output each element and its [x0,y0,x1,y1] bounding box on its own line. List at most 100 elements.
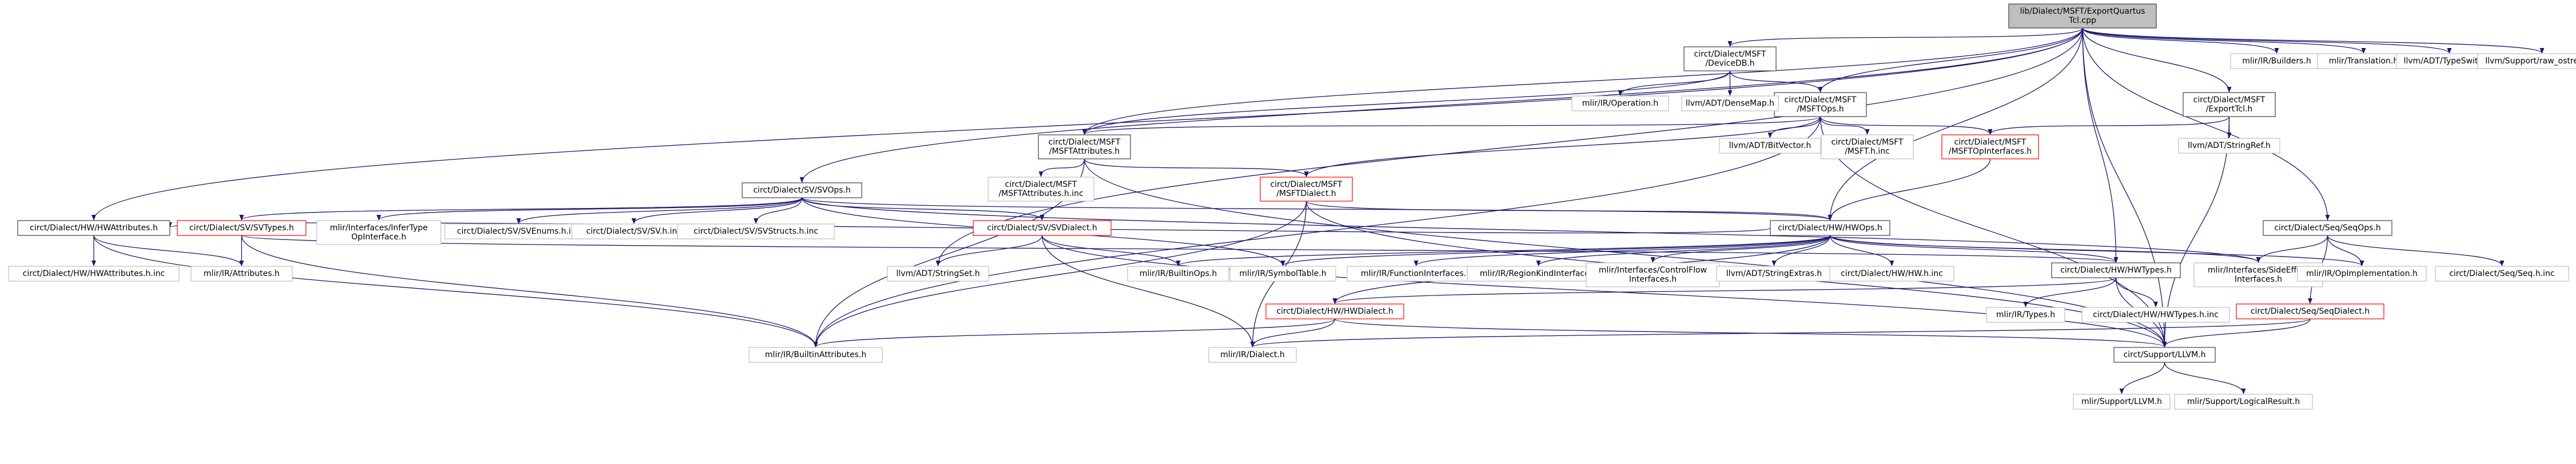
node-box [1829,266,1954,282]
node-label: llvm/ADT/DenseMap.h [1686,99,1774,108]
node-svOps[interactable]: circt/Dialect/SV/SVOps.h [742,182,862,198]
edge-hwOps-to-sideEffectInterfaces [1829,235,2261,263]
node-mlirLogicalResult[interactable]: mlir/Support/LogicalResult.h [2174,394,2313,410]
node-box [2051,262,2181,278]
edge-svDialect-to-supportLLVM [1041,235,2167,347]
node-box [1941,134,2039,159]
node-seqOps[interactable]: circt/Dialect/Seq/SeqOps.h [2263,220,2392,236]
node-msftDialect[interactable]: circt/Dialect/MSFT/MSFTDialect.h [1260,177,1353,202]
node-msftAttributesInc[interactable]: circt/Dialect/MSFT/MSFTAttributes.h.inc [988,177,1094,202]
node-box [17,220,170,236]
node-box [2081,307,2230,323]
edge-hwTypes-to-hwTypesInc [2115,277,2158,307]
node-llvmDenseMap[interactable]: llvm/ADT/DenseMap.h [1681,95,1779,111]
node-llvmStringSet[interactable]: llvm/ADT/StringSet.h [887,266,989,282]
node-mlirSupportLLVM[interactable]: mlir/Support/LLVM.h [2073,394,2171,410]
node-msftOps[interactable]: circt/Dialect/MSFT/MSFTOps.h [1774,92,1867,117]
node-exportTcl[interactable]: circt/Dialect/MSFT/ExportTcl.h [2183,92,2276,117]
node-hwAttributesInc[interactable]: circt/Dialect/HW/HWAttributes.h.inc [8,266,180,282]
node-box [2008,3,2157,29]
edge-root-to-exportTcl [2082,27,2232,93]
node-label: /MSFTDialect.h [1276,189,1336,198]
node-hwInc[interactable]: circt/Dialect/HW/HW.h.inc [1829,266,1954,282]
edge-root-to-deviceDB [1727,27,2083,47]
node-msftAttributes[interactable]: circt/Dialect/MSFT/MSFTAttributes.h [1038,134,1131,159]
node-llvmBitVector[interactable]: llvm/ADT/BitVector.h [1719,138,1821,154]
node-box [1719,138,1821,154]
node-mirTranslation[interactable]: mlir/Translation.h [2317,53,2410,69]
node-label: circt/Dialect/MSFT [1694,50,1766,59]
node-label: llvm/ADT/TypeSwitch.h [2404,57,2495,66]
node-hwDialect[interactable]: circt/Dialect/HW/HWDialect.h [1265,303,1404,319]
edge-msftOps-to-msftAttributes [1082,116,1821,135]
node-label: Interfaces.h [2235,275,2282,284]
node-mirBuiltinOps[interactable]: mlir/IR/BuiltinOps.h [1127,266,1229,282]
node-mirSymbolTable[interactable]: mlir/IR/SymbolTable.h [1229,266,1336,282]
node-svStructs[interactable]: circt/Dialect/SV/SVStructs.h.inc [677,223,835,239]
node-llvmRawOstream[interactable]: llvm/Support/raw_ostream.h [2477,53,2576,69]
node-label: circt/Support/LLVM.h [2123,350,2205,359]
node-box [2263,220,2392,236]
node-mirFunctionInterfaces[interactable]: mlir/IR/FunctionInterfaces.h [1347,266,1486,282]
edge-svOps-to-sideEffectInterfaces [801,197,2261,263]
node-label: circt/Dialect/MSFT [2193,95,2266,105]
node-label: mlir/Support/LogicalResult.h [2187,397,2300,406]
node-mirBuiltinAttributes[interactable]: mlir/IR/BuiltinAttributes.h [748,347,883,363]
node-label: llvm/ADT/StringRef.h [2188,141,2271,150]
edge-deviceDB-to-msftOps [1729,70,1823,93]
node-llvmStringRef[interactable]: llvm/ADT/StringRef.h [2178,138,2280,154]
node-seqDialect[interactable]: circt/Dialect/Seq/SeqDialect.h [2236,303,2384,319]
node-box [677,223,835,239]
node-svEnums[interactable]: circt/Dialect/SV/SVEnums.h.inc [444,223,593,239]
node-supportLLVM[interactable]: circt/Support/LLVM.h [2113,347,2216,363]
node-label: OpInterface.h [352,233,407,242]
edge-svOps-to-inferTypeOpInterface [376,197,803,221]
node-msftOpInterfaces[interactable]: circt/Dialect/MSFT/MSFTOpInterfaces.h [1941,134,2039,159]
edge-hwOps-to-hwInc [1829,235,1894,266]
node-mirDialect[interactable]: mlir/IR/Dialect.h [1208,347,1297,363]
node-mirOperation[interactable]: mlir/IR/Operation.h [1571,95,1669,111]
node-hwTypes[interactable]: circt/Dialect/HW/HWTypes.h [2051,262,2181,278]
edge-root-to-mirBuilders [2082,27,2279,54]
node-mirBuilders[interactable]: mlir/IR/Builders.h [2230,53,2323,69]
edge-seqDialect-to-mirDialect [1251,318,2311,347]
node-box [748,347,883,363]
node-msftInc[interactable]: circt/Dialect/MSFT/MSFT.h.inc [1821,134,1914,159]
edge-root-to-msftOps [1818,27,2083,93]
node-label: circt/Dialect/MSFT [1832,138,1904,147]
node-mirOpImplementation[interactable]: mlir/IR/OpImplementation.h [2297,266,2427,282]
node-box [2174,394,2313,410]
node-label: circt/Dialect/MSFT [1785,95,1857,105]
node-box [2183,92,2276,117]
node-hwAttributes[interactable]: circt/Dialect/HW/HWAttributes.h [17,220,170,236]
node-deviceDB[interactable]: circt/Dialect/MSFT/DeviceDB.h [1683,46,1777,71]
edge-root-to-hwAttributes [91,27,2083,221]
node-svDialect[interactable]: circt/Dialect/SV/SVDialect.h [973,220,1112,236]
node-box [1265,303,1404,319]
edge-msftAttributes-to-msftDialect [1084,158,1309,177]
node-label: circt/Dialect/SV/SVEnums.h.inc [457,227,580,236]
node-box [2178,138,2280,154]
node-hwTypesInc[interactable]: circt/Dialect/HW/HWTypes.h.inc [2081,307,2230,323]
node-mirAttributes[interactable]: mlir/IR/Attributes.h [190,266,293,282]
node-mirTypes[interactable]: mlir/IR/Types.h [1986,307,2065,323]
node-box [444,223,593,239]
node-label: Tcl.cpp [2068,16,2096,25]
node-label: mlir/IR/Dialect.h [1220,350,1285,359]
node-llvmStringExtras[interactable]: llvm/ADT/StringExtras.h [1716,266,1832,282]
node-svTypes[interactable]: circt/Dialect/SV/SVTypes.h [177,220,306,236]
edge-svTypes-to-mirBuiltinAttributes [241,235,818,347]
node-box [1260,177,1353,202]
node-box [2113,347,2216,363]
node-label: circt/Dialect/HW/HWTypes.h [2060,266,2172,275]
node-seqInc[interactable]: circt/Dialect/Seq/Seq.h.inc [2435,266,2569,282]
node-hwOps[interactable]: circt/Dialect/HW/HWOps.h [1770,220,1890,236]
node-label: mlir/Interfaces/InferType [330,223,428,233]
edge-supportLLVM-to-mlirLogicalResult [2164,362,2246,394]
node-svInc[interactable]: circt/Dialect/SV/SV.h.inc [571,223,696,239]
edge-seqOps-to-sideEffectInterfaces [2256,235,2328,263]
